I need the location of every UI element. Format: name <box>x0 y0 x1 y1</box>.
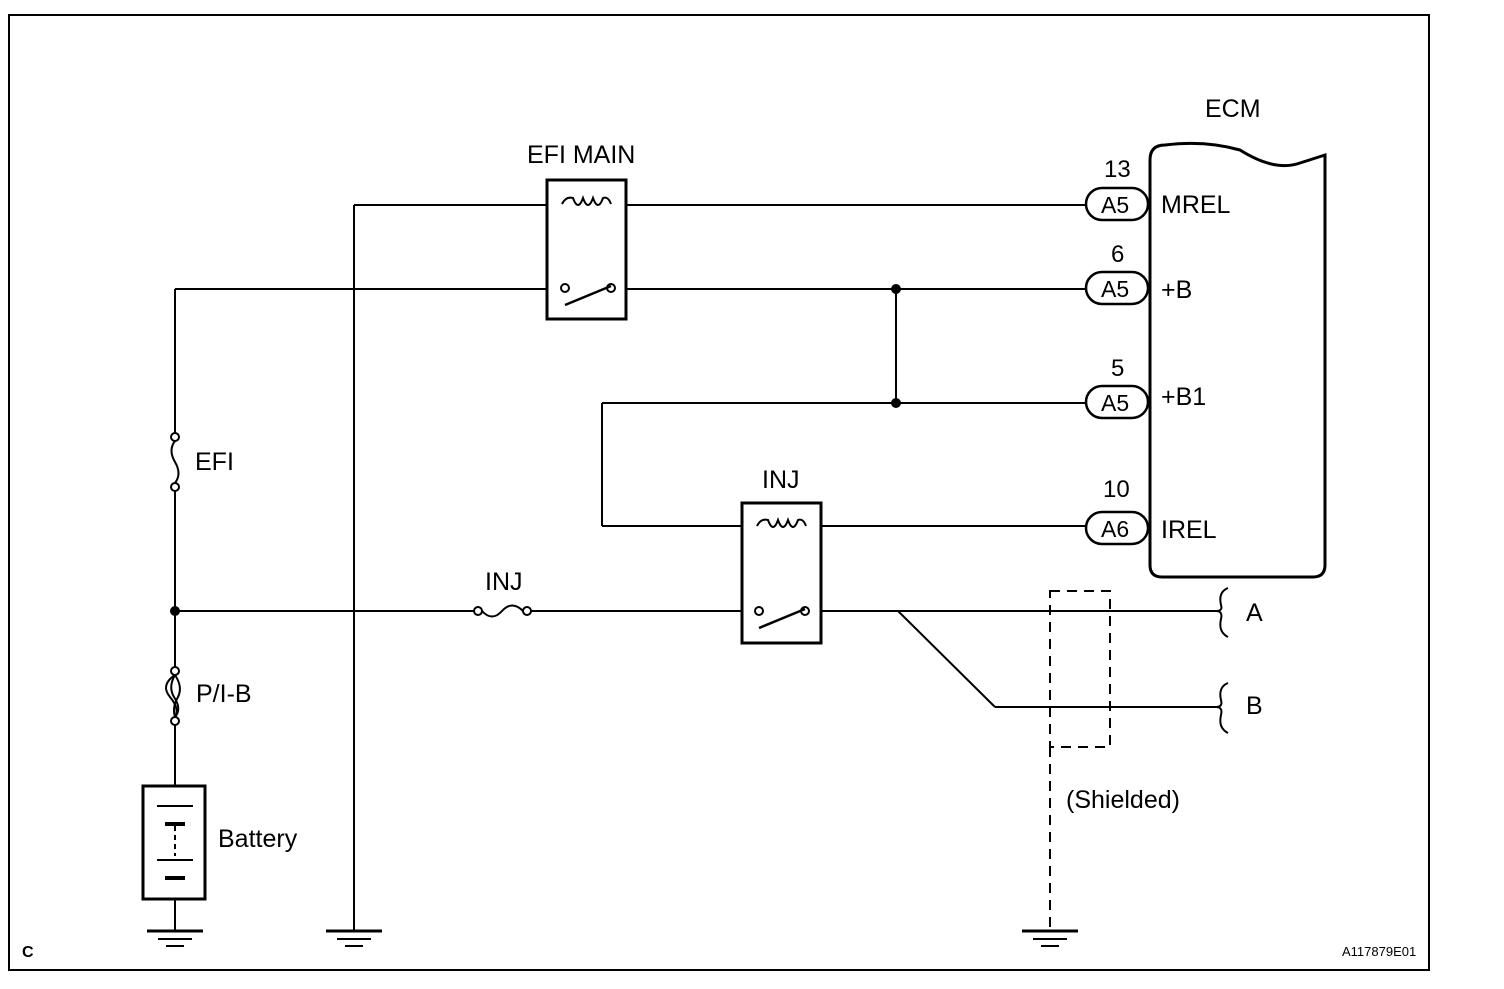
inj-relay <box>740 501 823 645</box>
shield-label: (Shielded) <box>1066 786 1180 814</box>
connector-code: A6 <box>1101 516 1129 542</box>
relay-switch-arm <box>758 607 806 630</box>
shield-box <box>1049 590 1111 748</box>
efi-fuse-label: EFI <box>195 448 234 476</box>
relay-coil-icon <box>561 195 612 206</box>
battery-label: Battery <box>218 825 298 853</box>
junction-dot <box>891 284 901 294</box>
figure-id: A117879E01 <box>1342 944 1416 959</box>
switch-contact <box>560 283 570 293</box>
output-bracket-icon <box>1215 682 1229 734</box>
ecm-pin-number: 6 <box>1111 241 1124 268</box>
ground-icon <box>326 929 382 947</box>
ecm-box <box>1148 141 1327 579</box>
inj-fuse-label: INJ <box>485 568 523 596</box>
junction-dot <box>170 606 180 616</box>
fusible-link-icon <box>165 666 181 726</box>
ecm-pin-number: 13 <box>1104 156 1131 183</box>
efi-main-relay-label: EFI MAIN <box>527 141 635 169</box>
efi-main-relay <box>545 178 628 321</box>
inj-relay-label: INJ <box>762 466 800 494</box>
ecm-signal-b: +B <box>1161 276 1192 304</box>
ground-icon <box>1022 929 1078 947</box>
ecm-signal-mrel: MREL <box>1161 191 1231 219</box>
diagram-frame <box>8 14 1430 971</box>
pib-fuse-label: P/I-B <box>196 680 252 708</box>
connector-code: A5 <box>1101 192 1129 218</box>
connector-code: A5 <box>1101 276 1129 302</box>
switch-contact <box>754 606 764 616</box>
ecm-signal-irel: IREL <box>1161 516 1217 544</box>
output-bracket-icon <box>1215 587 1229 638</box>
ecm-title: ECM <box>1205 95 1261 123</box>
wires <box>174 204 1218 930</box>
battery-icon <box>141 784 207 901</box>
ecm-pin-number: 10 <box>1103 476 1130 503</box>
connector-a6-irel <box>1084 510 1150 546</box>
relay-switch-arm <box>564 284 612 307</box>
corner-label: C <box>22 944 34 961</box>
junction-dot <box>891 398 901 408</box>
relay-coil-icon <box>756 517 807 528</box>
efi-fuse-icon <box>170 432 180 492</box>
output-a-label: A <box>1246 599 1263 627</box>
ecm-signal-b1: +B1 <box>1161 383 1206 411</box>
connector-code: A5 <box>1101 390 1129 416</box>
output-b-label: B <box>1246 692 1263 720</box>
ground-icon <box>147 929 203 947</box>
ecm-pin-number: 5 <box>1111 355 1124 382</box>
inj-fuse-icon <box>473 604 532 618</box>
